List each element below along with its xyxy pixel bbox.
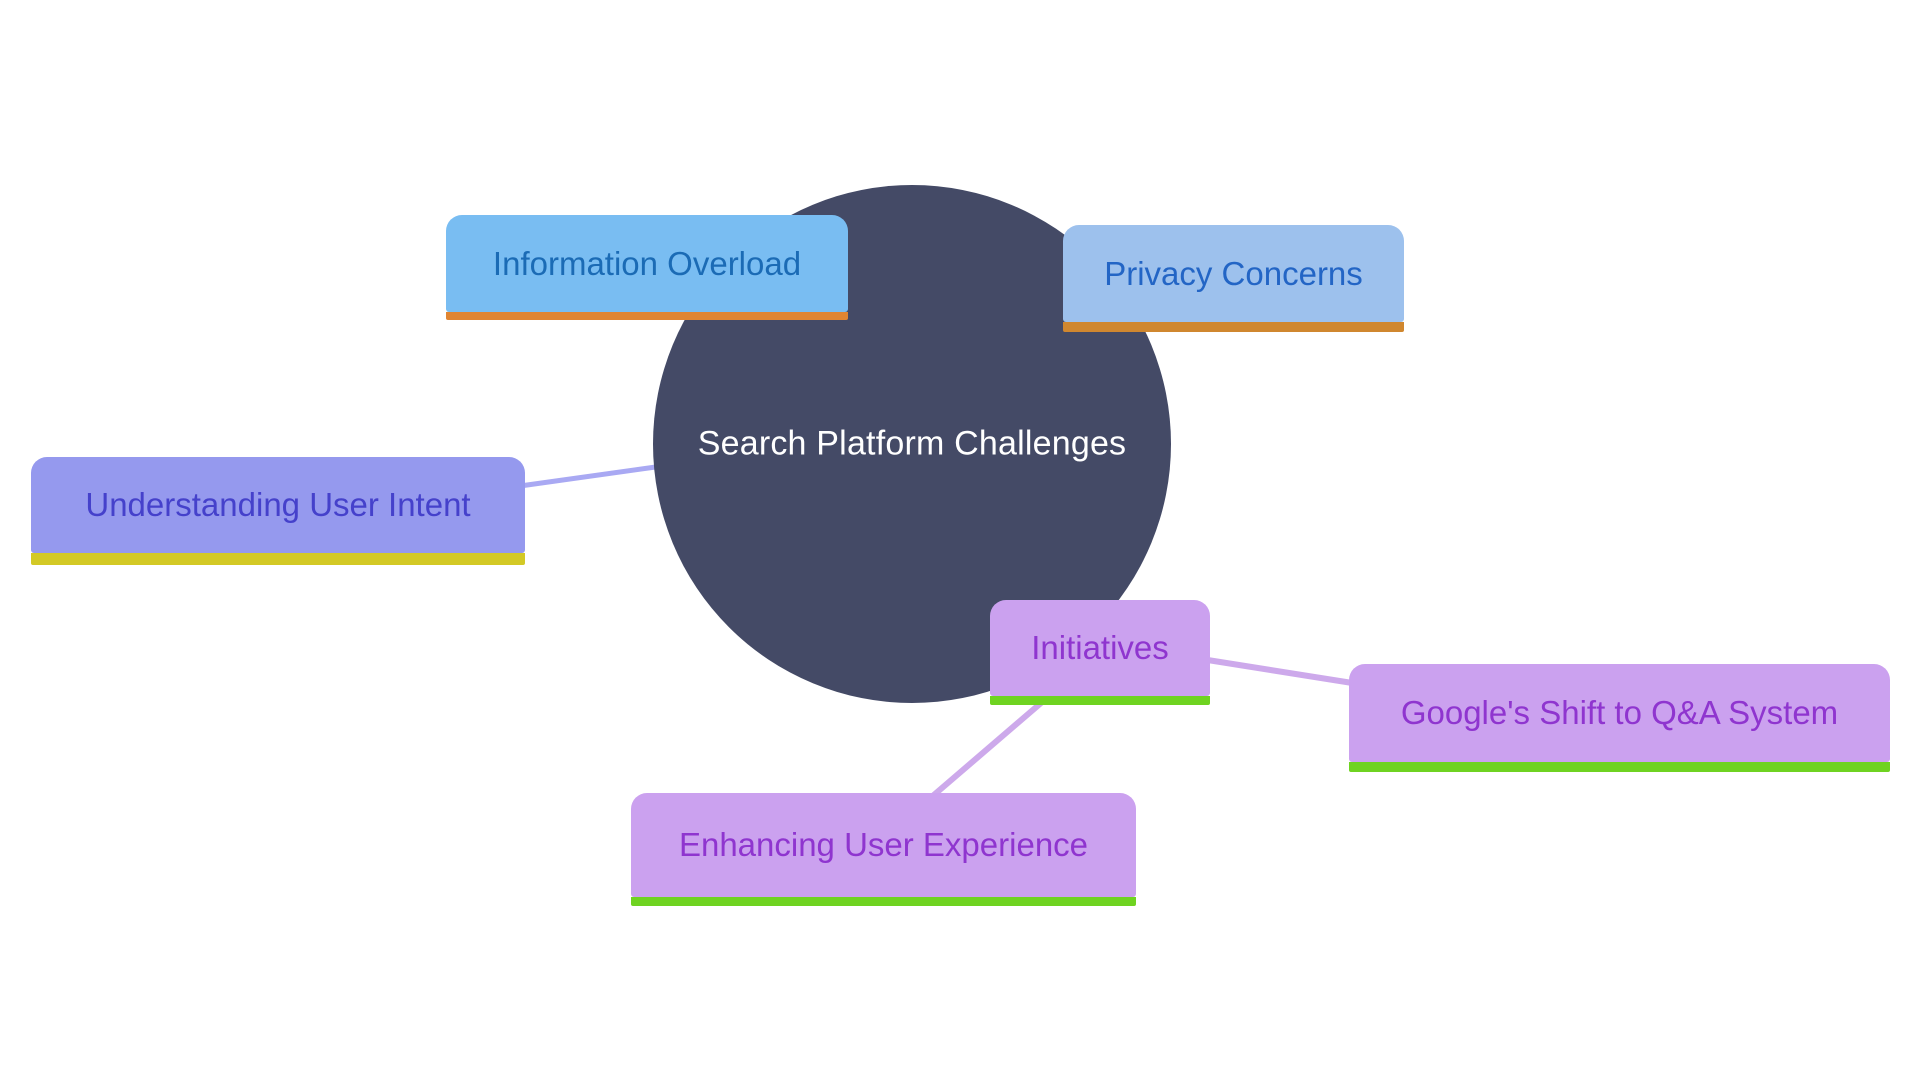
node-enhancing-user-experience[interactable]: Enhancing User Experience: [631, 793, 1136, 906]
node-information-overload[interactable]: Information Overload: [446, 215, 848, 320]
connector-initiatives-to-enhancing: [925, 694, 1051, 803]
node-enhancing-user-experience-label: Enhancing User Experience: [631, 793, 1136, 897]
node-enhancing-user-experience-underline: [631, 897, 1136, 906]
node-initiatives-underline: [990, 696, 1210, 705]
connector-initiatives-to-google: [1192, 655, 1368, 688]
node-information-overload-label: Information Overload: [446, 215, 848, 312]
node-initiatives-label: Initiatives: [990, 600, 1210, 696]
node-privacy-concerns[interactable]: Privacy Concerns: [1063, 225, 1404, 332]
center-node-label: Search Platform Challenges: [697, 424, 1127, 463]
node-understanding-user-intent-underline: [31, 553, 525, 565]
node-google-shift-qa-label: Google's Shift to Q&A System: [1349, 664, 1890, 762]
node-understanding-user-intent[interactable]: Understanding User Intent: [31, 457, 525, 565]
node-initiatives[interactable]: Initiatives: [990, 600, 1210, 705]
connector-center-to-understanding: [517, 462, 673, 489]
node-understanding-user-intent-label: Understanding User Intent: [31, 457, 525, 553]
node-google-shift-qa[interactable]: Google's Shift to Q&A System: [1349, 664, 1890, 772]
node-privacy-concerns-underline: [1063, 322, 1404, 332]
node-google-shift-qa-underline: [1349, 762, 1890, 772]
node-information-overload-underline: [446, 312, 848, 320]
node-privacy-concerns-label: Privacy Concerns: [1063, 225, 1404, 322]
